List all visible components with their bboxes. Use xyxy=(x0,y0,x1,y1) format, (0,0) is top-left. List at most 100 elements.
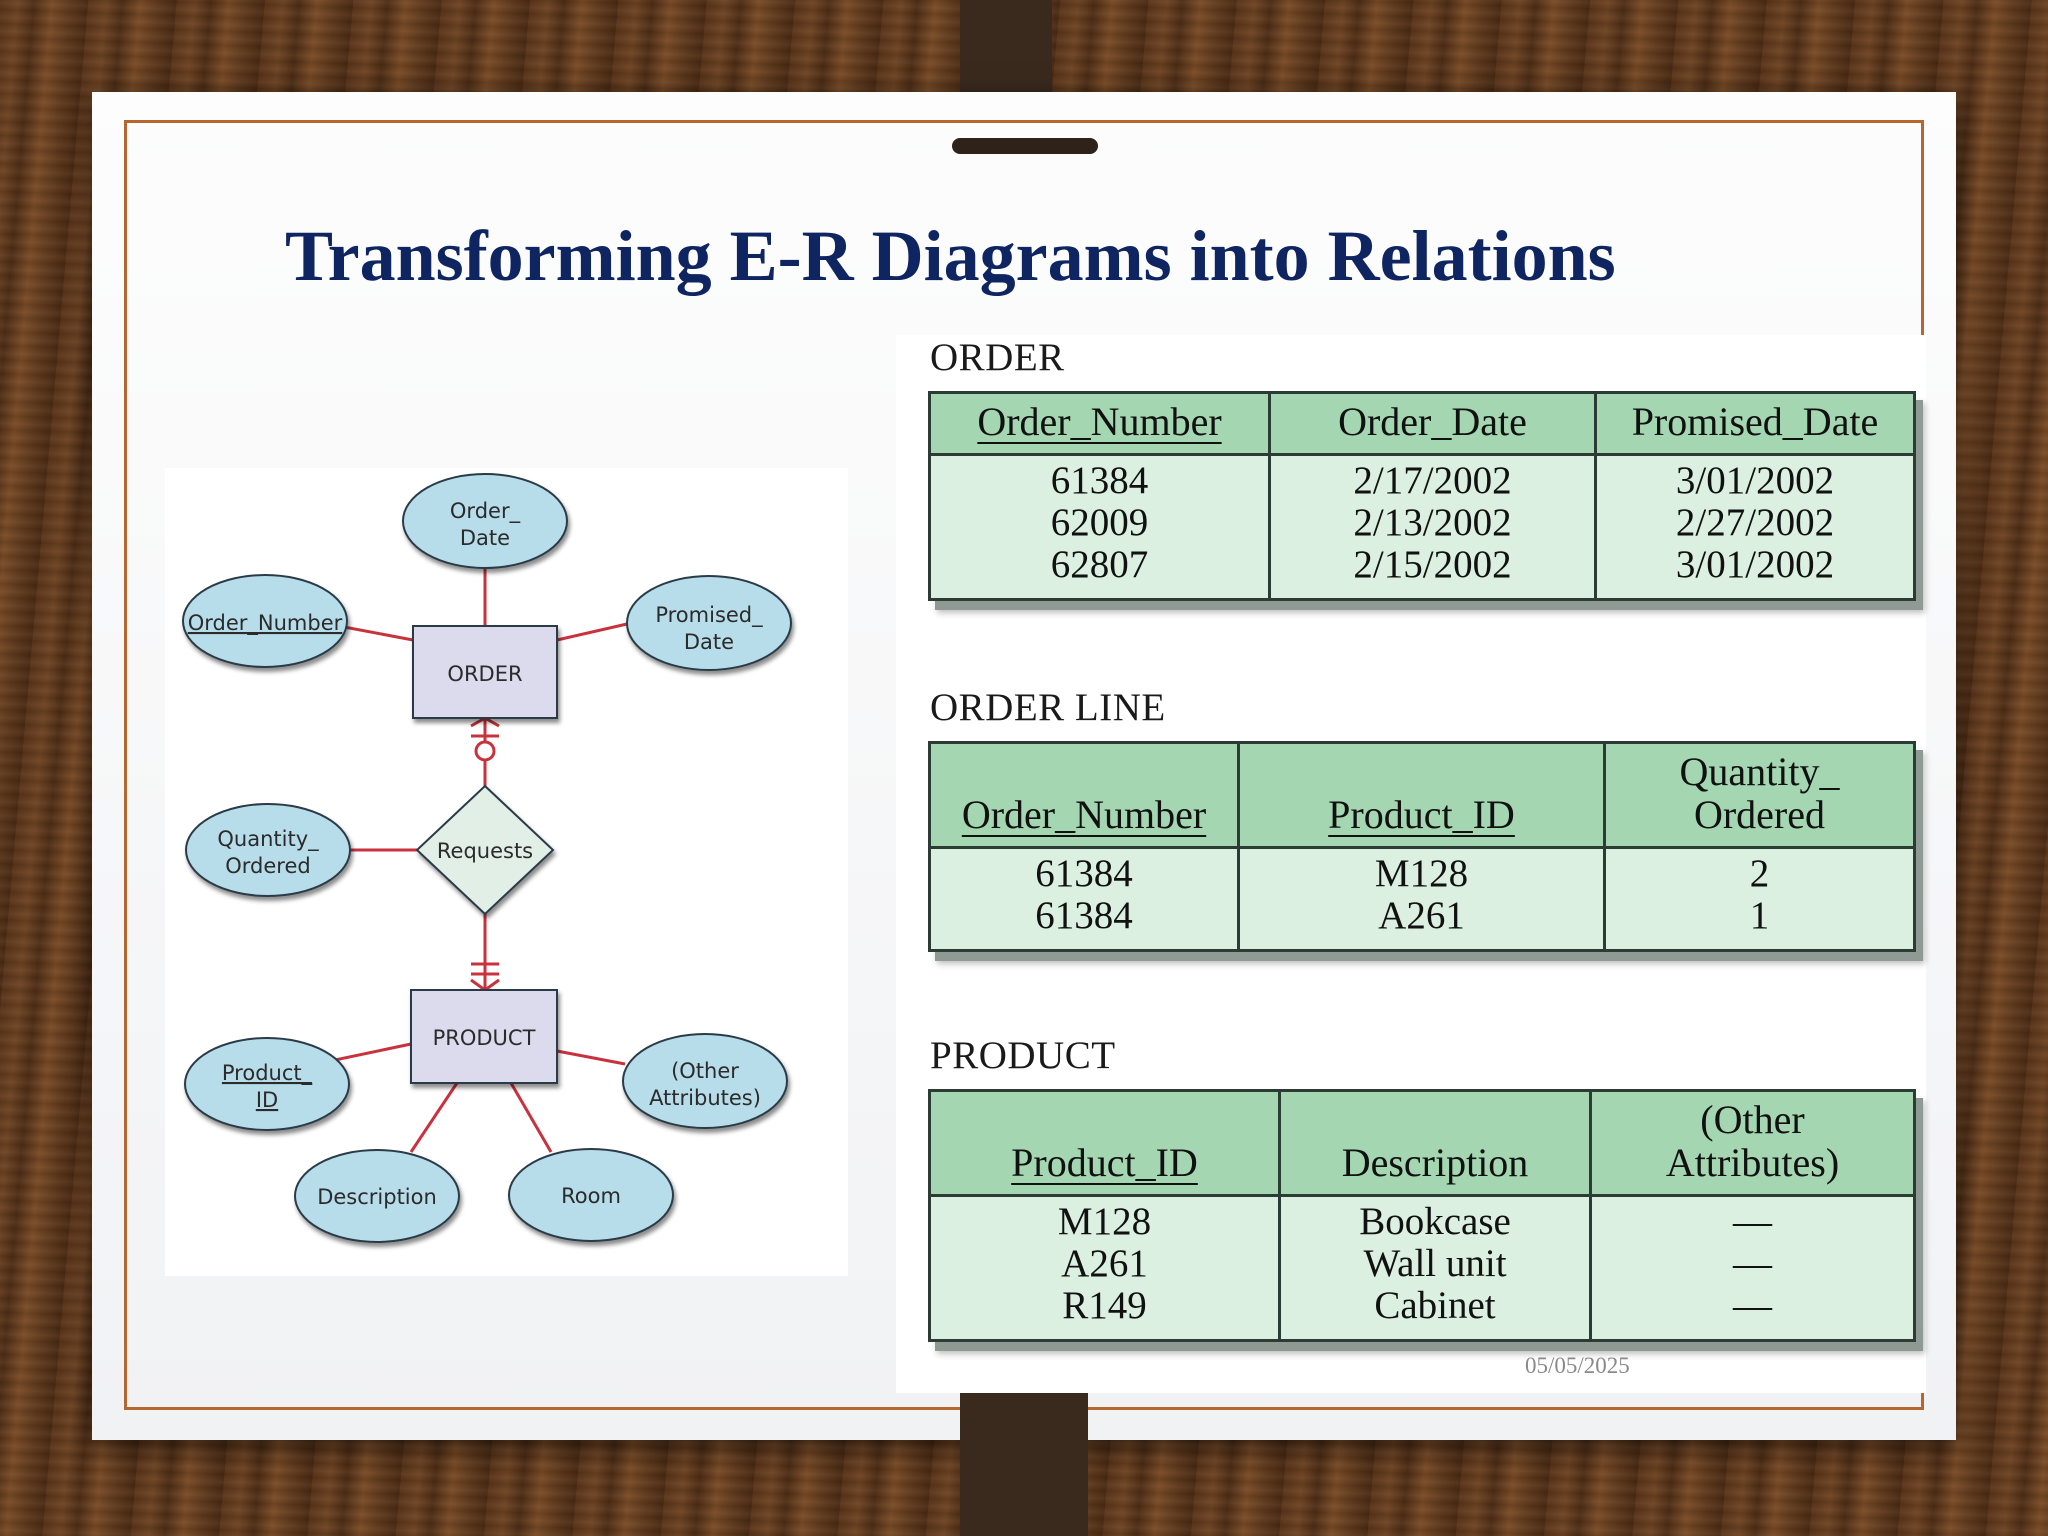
table-product-header: Product_ID xyxy=(928,1089,1281,1197)
attribute-product-id: Product_ ID xyxy=(184,1037,350,1131)
bottom-strap xyxy=(960,1393,1088,1536)
cell-value: Bookcase xyxy=(1359,1200,1511,1243)
line-room xyxy=(509,1082,553,1153)
attribute-description-label: Description xyxy=(317,1185,437,1209)
attribute-promised-date-line1: Promised_ xyxy=(655,603,763,628)
cell-value: 61384 xyxy=(1050,459,1149,502)
header-quantity-ordered-line1: Quantity_ xyxy=(1679,749,1840,794)
slide-date: 05/05/2025 xyxy=(1525,1353,1630,1378)
table-order-caption: ORDER xyxy=(930,336,1065,379)
attribute-quantity-ordered-line1: Quantity_ xyxy=(217,827,319,852)
attribute-room: Room xyxy=(508,1148,674,1242)
attribute-room-label: Room xyxy=(561,1184,621,1208)
entity-product-label: PRODUCT xyxy=(433,1026,536,1050)
table-order-line: Order_Number Product_ID Quantity_ Ordere… xyxy=(928,741,1916,952)
table-row: M128 A261 R149 Bookcase Wall unit Cabine… xyxy=(928,1194,1916,1342)
top-strap-clip xyxy=(952,138,1098,154)
table-order-line-header-row: Order_Number Product_ID Quantity_ Ordere… xyxy=(928,741,1916,849)
header-promised-date: Promised_Date xyxy=(1631,399,1879,444)
table-order-header-row: Order_Number Order_Date Promised_Date xyxy=(928,391,1916,456)
table-order-header: Order_Date xyxy=(1268,391,1597,456)
table-cell: 2 1 xyxy=(1603,846,1916,952)
table-cell: M128 A261 R149 xyxy=(928,1194,1281,1342)
attribute-promised-date-line2: Date xyxy=(684,630,734,654)
table-order-header: Order_Number xyxy=(928,391,1271,456)
relationship-requests: Requests xyxy=(415,784,555,916)
header-description: Description xyxy=(1341,1140,1529,1185)
cell-value: 2/27/2002 xyxy=(1675,501,1835,544)
attribute-product-id-line1: Product_ xyxy=(222,1061,313,1086)
header-order-number: Order_Number xyxy=(961,792,1207,837)
entity-order-label: ORDER xyxy=(447,662,522,686)
cell-value: A261 xyxy=(1378,894,1465,937)
cell-value: — xyxy=(1733,1284,1772,1327)
relationship-requests-label: Requests xyxy=(437,839,533,863)
cell-value: 3/01/2002 xyxy=(1675,543,1835,586)
table-cell: 2/17/2002 2/13/2002 2/15/2002 xyxy=(1268,453,1597,601)
table-cell: 61384 62009 62807 xyxy=(928,453,1271,601)
attribute-product-id-line2: ID xyxy=(256,1088,278,1112)
attribute-order-number: Order_Number xyxy=(182,574,348,668)
attribute-order-date-line1: Order_ xyxy=(450,499,521,524)
table-order-line-header: Order_Number xyxy=(928,741,1240,849)
attribute-other-attributes-line1: (Other xyxy=(671,1059,739,1083)
cell-value: Cabinet xyxy=(1374,1284,1496,1327)
attribute-description: Description xyxy=(294,1149,460,1243)
cell-value: R149 xyxy=(1062,1284,1147,1327)
entity-product: PRODUCT xyxy=(410,989,558,1084)
table-cell: 3/01/2002 2/27/2002 3/01/2002 xyxy=(1594,453,1916,601)
table-cell: Bookcase Wall unit Cabinet xyxy=(1278,1194,1592,1342)
cell-value: M128 xyxy=(1057,1200,1152,1243)
cell-value: 2 xyxy=(1749,852,1770,895)
table-order-line-header: Quantity_ Ordered xyxy=(1603,741,1916,849)
er-diagram-canvas: Order_ Date Order_Number Promised_ Date … xyxy=(182,473,792,1243)
cell-value: — xyxy=(1733,1242,1772,1285)
table-order-line-header: Product_ID xyxy=(1237,741,1606,849)
cell-value: 2/13/2002 xyxy=(1353,501,1512,544)
cell-value: 2/15/2002 xyxy=(1353,543,1512,586)
cell-value: 3/01/2002 xyxy=(1675,459,1835,502)
table-cell: 61384 61384 xyxy=(928,846,1240,952)
header-order-number: Order_Number xyxy=(977,399,1222,444)
table-cell: M128 A261 xyxy=(1237,846,1606,952)
table-product-header-row: Product_ID Description (Other Attributes… xyxy=(928,1089,1916,1197)
cell-value: M128 xyxy=(1374,852,1469,895)
cell-value: 61384 xyxy=(1035,852,1133,895)
table-order-line-caption: ORDER LINE xyxy=(930,686,1166,729)
attribute-order-number-label: Order_Number xyxy=(188,611,343,636)
table-order: Order_Number Order_Date Promised_Date 61… xyxy=(928,391,1916,601)
attribute-other-attributes: (Other Attributes) xyxy=(622,1033,788,1129)
table-row: 61384 61384 M128 A261 2 1 xyxy=(928,846,1916,952)
header-other-attributes-line2: Attributes) xyxy=(1665,1140,1840,1185)
header-other-attributes-line1: (Other xyxy=(1700,1097,1805,1142)
cardinality-marks xyxy=(470,716,500,992)
slide-title: Transforming E-R Diagrams into Relations xyxy=(285,216,1616,296)
attribute-promised-date: Promised_ Date xyxy=(626,575,792,671)
table-order-header: Promised_Date xyxy=(1594,391,1916,456)
cell-value: 61384 xyxy=(1035,894,1133,937)
attribute-other-attributes-line2: Attributes) xyxy=(649,1086,761,1110)
attribute-order-date: Order_ Date xyxy=(402,473,568,569)
attribute-order-date-line2: Date xyxy=(460,526,510,550)
cell-value: — xyxy=(1733,1200,1772,1243)
header-quantity-ordered-line2: Ordered xyxy=(1693,792,1826,837)
table-product-header: (Other Attributes) xyxy=(1589,1089,1916,1197)
table-product-header: Description xyxy=(1278,1089,1592,1197)
line-description xyxy=(409,1082,459,1153)
er-diagram: Order_ Date Order_Number Promised_ Date … xyxy=(165,468,848,1276)
header-product-id: Product_ID xyxy=(1328,792,1515,837)
header-order-date: Order_Date xyxy=(1338,399,1527,444)
table-product: Product_ID Description (Other Attributes… xyxy=(928,1089,1916,1342)
cell-value: 62009 xyxy=(1050,501,1149,544)
line-other-attributes xyxy=(556,1049,626,1066)
attribute-quantity-ordered-line2: Ordered xyxy=(225,854,310,878)
header-product-id: Product_ID xyxy=(1011,1140,1198,1185)
cell-value: A261 xyxy=(1061,1242,1148,1285)
table-product-caption: PRODUCT xyxy=(930,1034,1116,1077)
cell-value: 62807 xyxy=(1050,543,1149,586)
relations-panel: ORDER Order_Number Order_Date Promised_D… xyxy=(896,335,1926,1393)
entity-order: ORDER xyxy=(412,625,558,719)
table-cell: — — — xyxy=(1589,1194,1916,1342)
attribute-quantity-ordered: Quantity_ Ordered xyxy=(185,803,351,897)
cell-value: Wall unit xyxy=(1363,1242,1507,1285)
